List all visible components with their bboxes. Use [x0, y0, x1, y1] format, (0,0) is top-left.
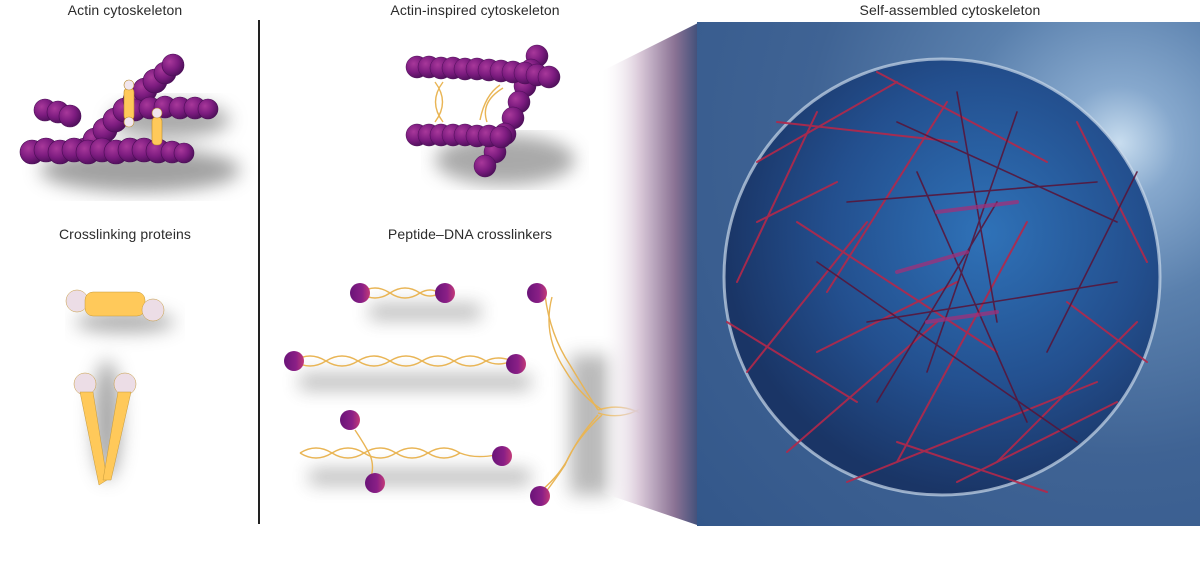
label-self-assembled-cytoskeleton: Self-assembled cytoskeleton — [859, 2, 1041, 18]
label-actin-inspired-cytoskeleton: Actin-inspired cytoskeleton — [390, 2, 560, 18]
actin-filament — [19, 53, 219, 165]
self-assembled-cytoskeleton-panel — [697, 22, 1200, 526]
crosslinker — [123, 79, 163, 146]
dna-crosslinker — [434, 81, 504, 123]
crosslinking-proteins-illustration — [65, 289, 175, 486]
zoom-projection — [600, 22, 700, 526]
label-peptide-dna-crosslinkers: Peptide–DNA crosslinkers — [387, 226, 553, 242]
panel-divider — [258, 20, 260, 524]
actin-cytoskeleton-illustration — [19, 53, 240, 192]
actin-inspired-illustration — [405, 44, 575, 185]
filament-network — [726, 71, 1148, 493]
vesicle-sphere — [722, 57, 1162, 497]
label-crosslinking-proteins: Crosslinking proteins — [58, 226, 192, 242]
label-actin-cytoskeleton: Actin cytoskeleton — [67, 2, 183, 18]
